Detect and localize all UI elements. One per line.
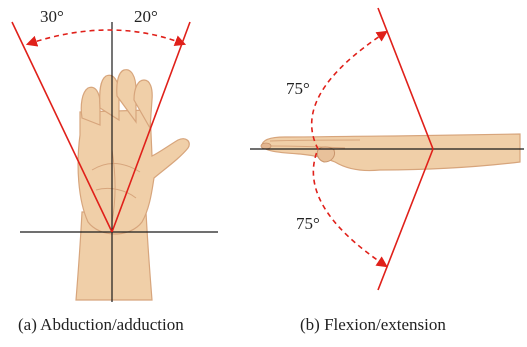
abduction-adduction-arc: [28, 30, 184, 44]
caption-flexion-extension: (b) Flexion/extension: [300, 315, 446, 335]
angle-label-75-upper: 75°: [286, 79, 310, 98]
panel-flexion-extension: 75° 75°: [250, 8, 524, 290]
extension-limit-line: [378, 8, 433, 149]
caption-abduction-adduction: (a) Abduction/adduction: [18, 315, 184, 335]
open-hand-illustration: [76, 70, 189, 300]
angle-label-30: 30°: [40, 7, 64, 26]
panel-abduction-adduction: 30° 20°: [12, 7, 218, 302]
angle-label-75-lower: 75°: [296, 214, 320, 233]
angle-label-20: 20°: [134, 7, 158, 26]
side-view-hand-illustration: [261, 134, 520, 171]
